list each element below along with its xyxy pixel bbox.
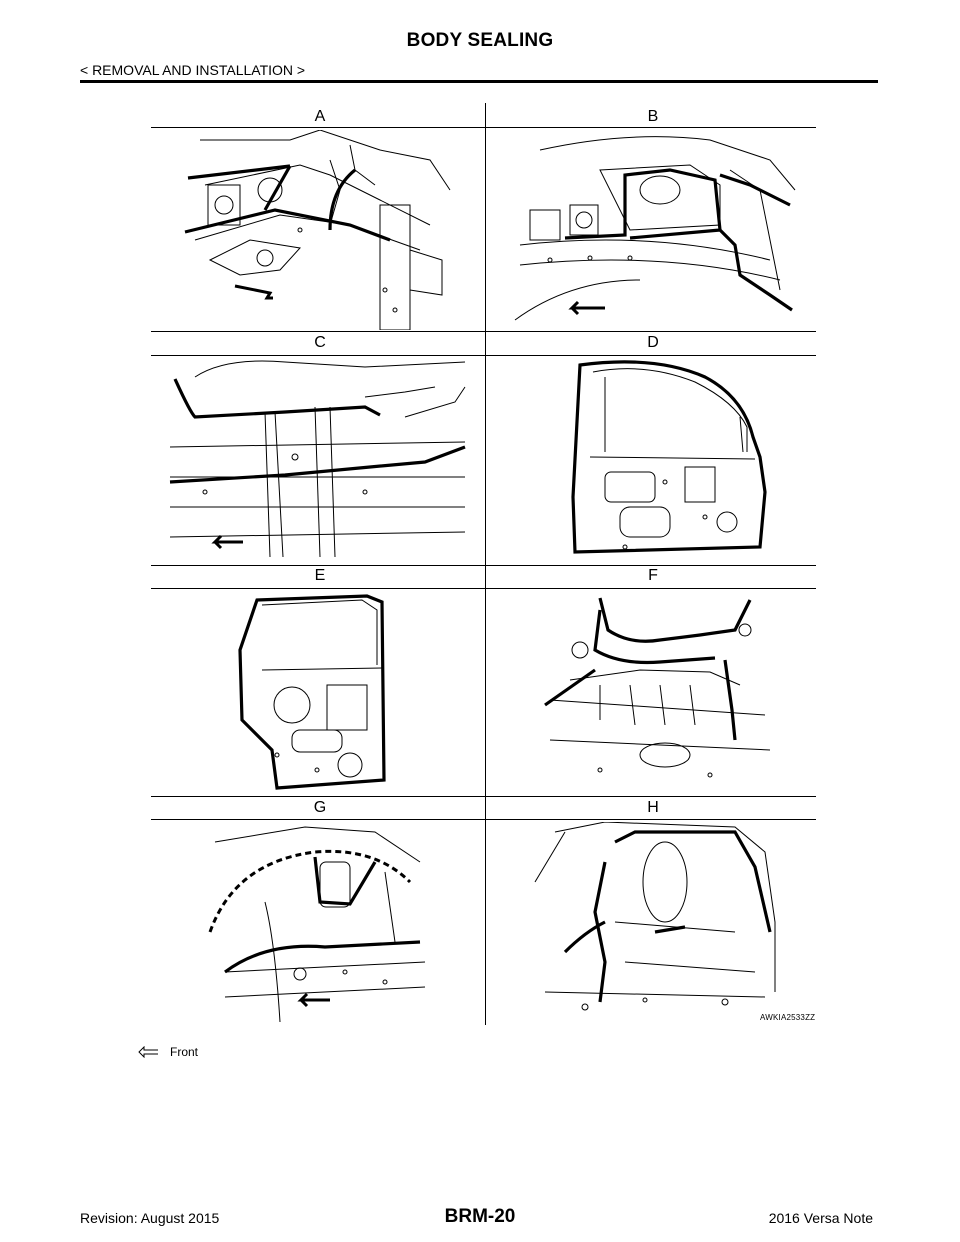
row-divider xyxy=(151,355,816,356)
panel-h-rear-body-illustration xyxy=(534,822,776,1011)
panel-label-d: D xyxy=(647,334,659,351)
row-divider xyxy=(151,796,816,797)
page-number: BRM-20 xyxy=(444,1206,516,1227)
panel-b-wheelhouse-illustration xyxy=(514,136,796,321)
row-divider xyxy=(151,588,816,589)
section-breadcrumb: < REMOVAL AND INSTALLATION > xyxy=(80,62,306,78)
panel-label-g: G xyxy=(313,799,327,816)
front-arrow-icon xyxy=(138,1046,158,1058)
row-divider xyxy=(151,819,816,820)
figure-code: AWKIA2533ZZ xyxy=(760,1013,816,1022)
front-arrow-icon xyxy=(211,534,243,550)
front-arrow-icon xyxy=(568,300,605,316)
page-title: BODY SEALING xyxy=(406,30,554,51)
panel-d-front-door-illustration xyxy=(571,360,767,554)
row-divider xyxy=(151,127,816,128)
front-arrow-icon xyxy=(234,284,273,300)
figure-center-divider xyxy=(485,103,486,1025)
row-divider xyxy=(151,565,816,566)
panel-a-front-side-member-illustration xyxy=(184,130,451,330)
panel-label-h: H xyxy=(647,799,659,816)
revision-date: Revision: August 2015 xyxy=(80,1210,220,1226)
panel-label-b: B xyxy=(647,108,659,125)
panel-label-f: F xyxy=(648,567,658,584)
header-rule xyxy=(80,80,878,83)
front-arrow-icon xyxy=(297,992,330,1008)
row-divider xyxy=(151,331,816,332)
panel-e-rear-door-illustration xyxy=(238,594,386,790)
legend-front-label: Front xyxy=(170,1045,199,1059)
panel-g-rear-wheelhouse-illustration xyxy=(208,826,426,1022)
panel-c-side-sill-illustration xyxy=(169,360,466,558)
panel-label-c: C xyxy=(314,334,326,351)
panel-label-a: A xyxy=(314,108,326,125)
vehicle-model: 2016 Versa Note xyxy=(768,1210,873,1226)
panel-label-e: E xyxy=(314,567,326,584)
legend: Front xyxy=(138,1045,198,1059)
panel-f-rear-floor-illustration xyxy=(544,597,771,778)
